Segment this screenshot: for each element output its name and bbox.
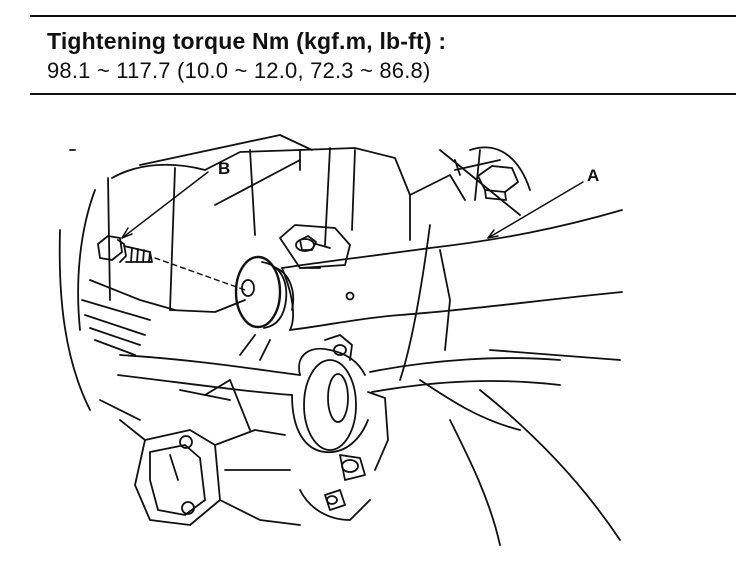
torque-spec-title: Tightening torque Nm (kgf.m, lb-ft) : xyxy=(47,28,447,54)
bolt-b xyxy=(97,235,153,263)
callout-leader-b xyxy=(121,171,209,239)
hex-nut-top-right xyxy=(477,165,519,201)
chassis-background xyxy=(58,134,621,546)
stabilizer-bracket xyxy=(299,334,389,521)
bottom-rule xyxy=(30,93,736,95)
stabilizer-bar xyxy=(117,347,561,453)
callout-leader-a-arrow xyxy=(487,229,499,239)
callout-label-b: B xyxy=(218,159,230,178)
callout-label-a: A xyxy=(587,166,599,185)
top-rule xyxy=(30,15,736,17)
callout-leader-a xyxy=(487,181,584,239)
mounting-bracket xyxy=(279,224,351,269)
callout-leader-b-arrow xyxy=(121,227,133,239)
install-path-line xyxy=(154,257,246,291)
arm-bushing xyxy=(234,255,295,329)
torque-spec-value: 98.1 ~ 117.7 (10.0 ~ 12.0, 72.3 ~ 86.8) xyxy=(47,58,431,83)
trailing-arm xyxy=(281,209,623,331)
lower-link xyxy=(99,334,301,526)
torque-spec: Tightening torque Nm (kgf.m, lb-ft) : 98… xyxy=(47,26,446,86)
